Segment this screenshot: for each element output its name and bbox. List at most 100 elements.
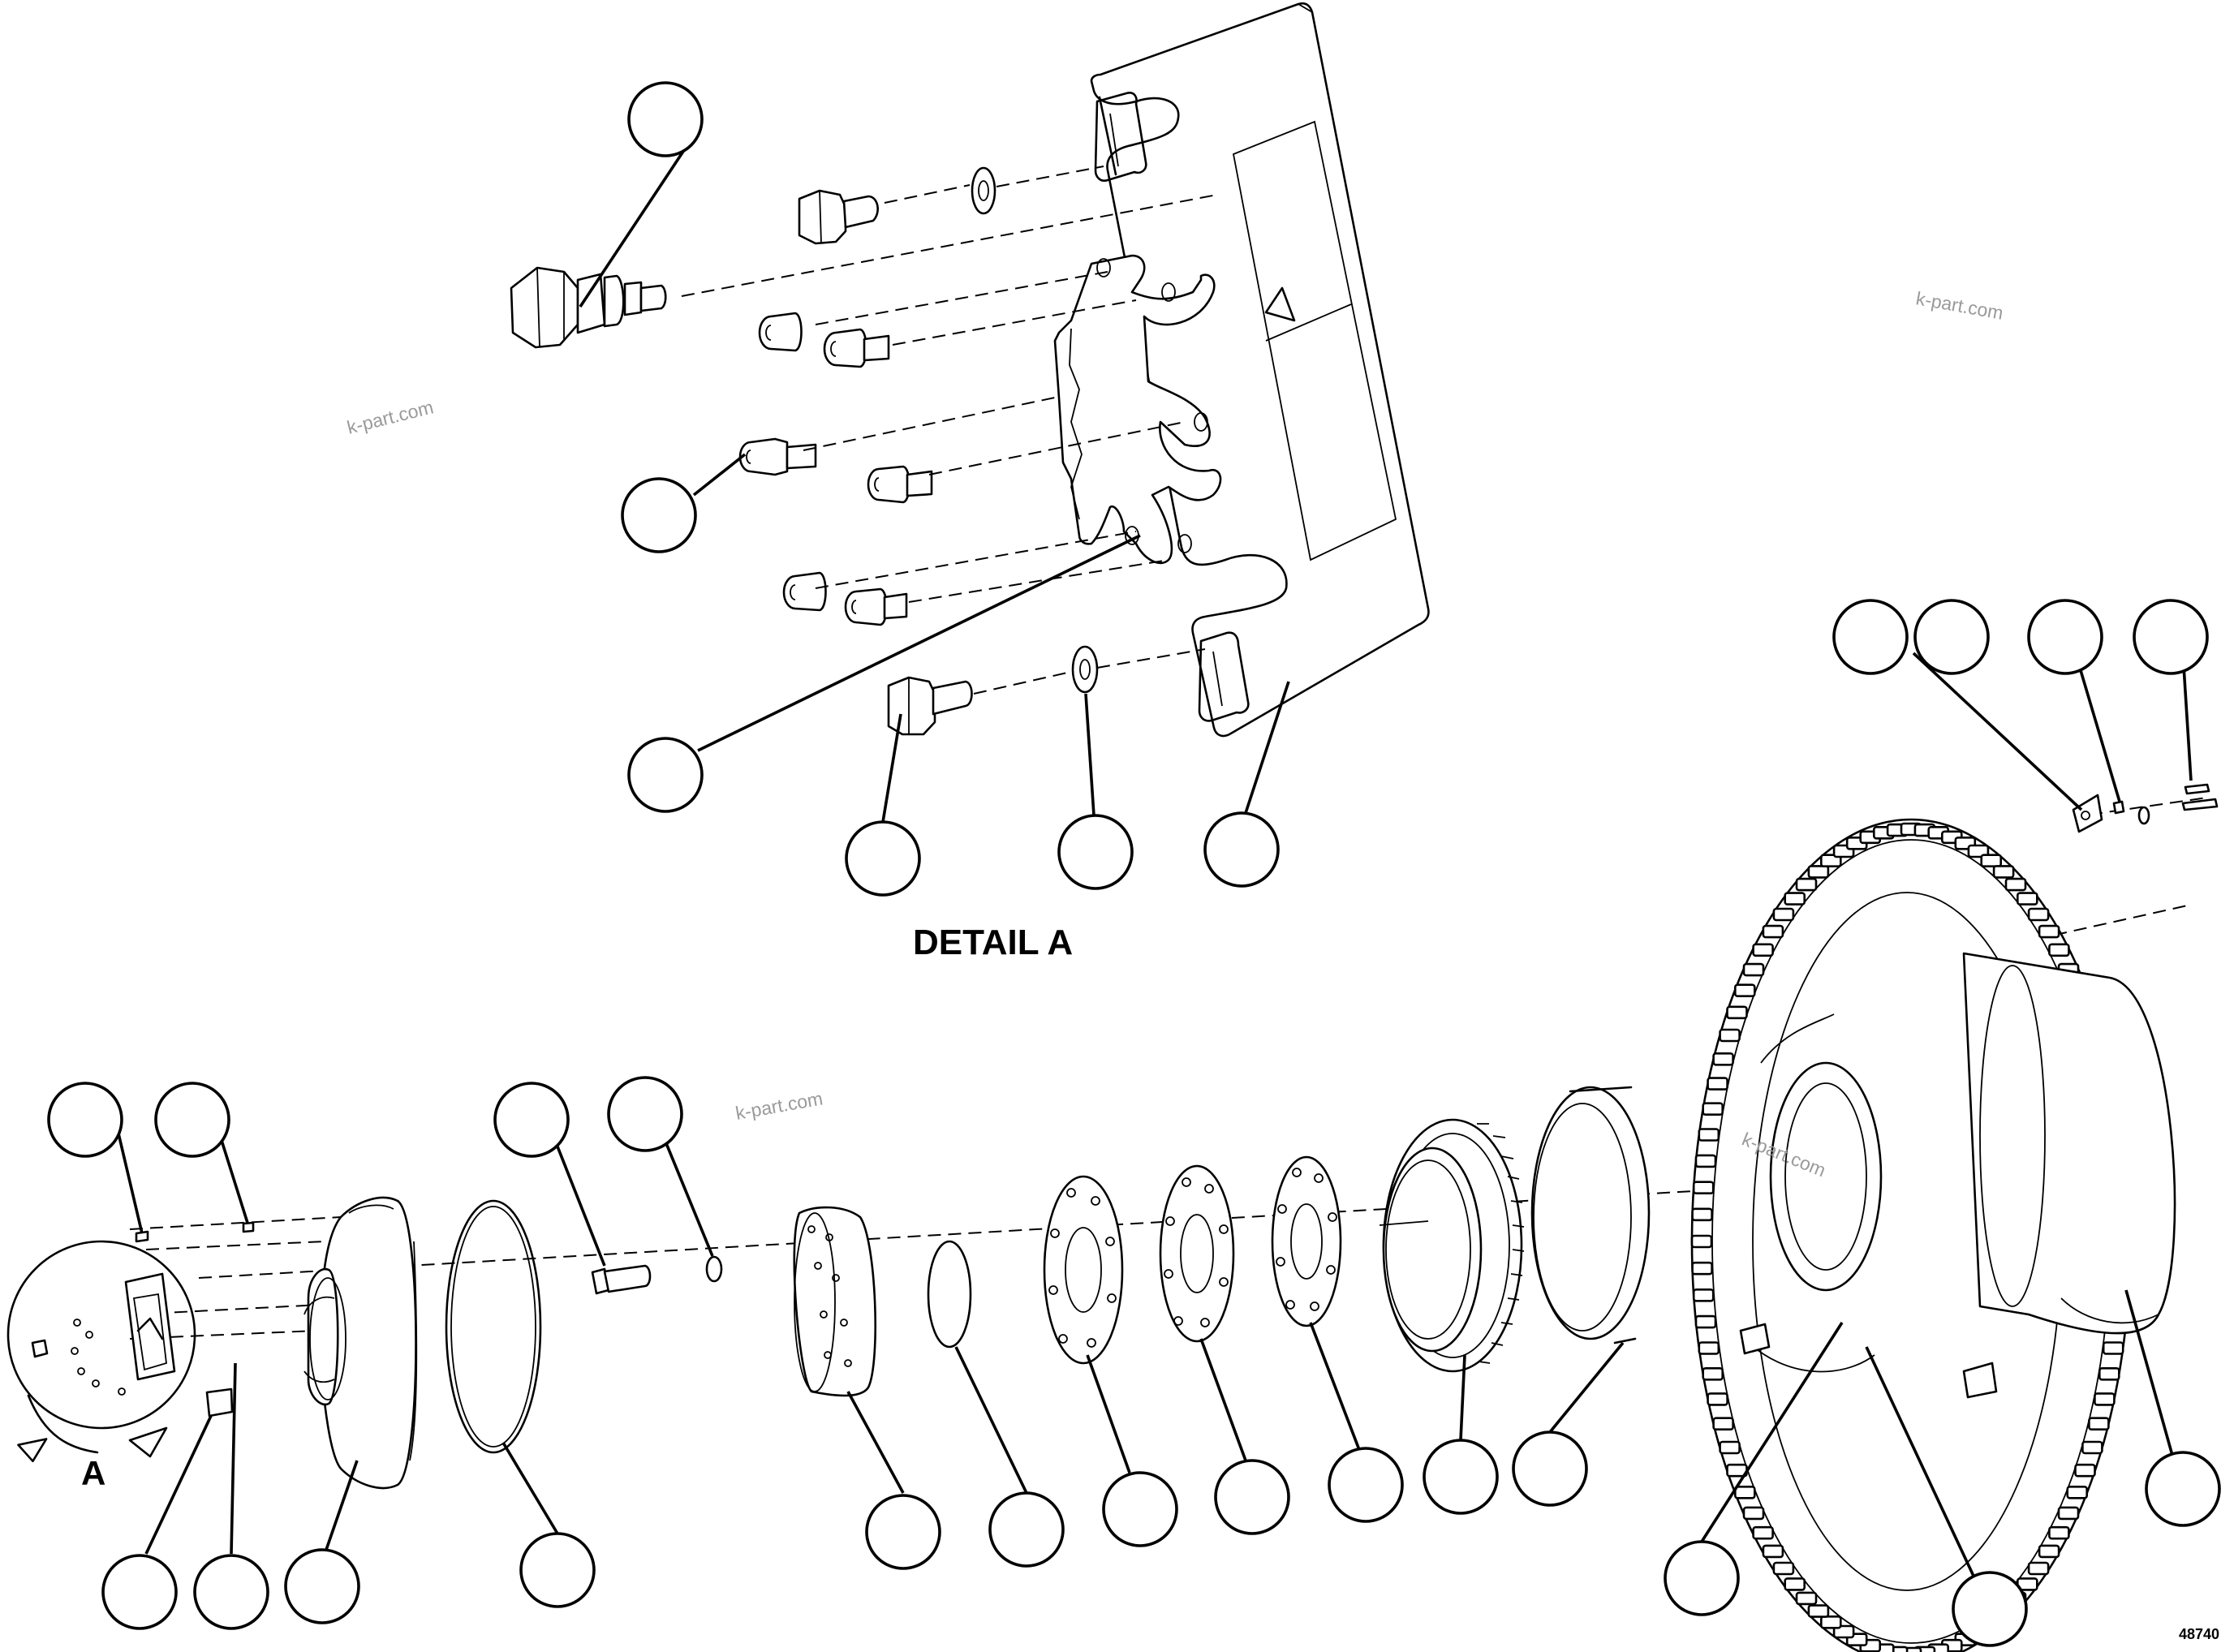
gear-tooth [1702, 1367, 1724, 1381]
callout-bubble [2027, 599, 2103, 675]
mounting-plate [1090, 2, 1430, 738]
callout-bubble [1664, 1540, 1740, 1616]
shim-plate-2 [1159, 1164, 1235, 1343]
shim-plate-3 [1271, 1155, 1342, 1327]
callout-bubble [845, 820, 921, 897]
gear-tooth [1719, 1028, 1741, 1043]
leader-lines [114, 147, 2193, 1611]
callout-bubble [47, 1082, 123, 1158]
watermark: k-part.com [734, 1087, 824, 1123]
cover-bolt [591, 1264, 652, 1295]
gear-tooth [1734, 983, 1756, 997]
gear-tooth [1726, 1005, 1748, 1020]
callout-bubble [1423, 1439, 1499, 1515]
gear-tooth [1795, 877, 1818, 892]
gear-tooth [2038, 924, 2060, 939]
gear-tooth [1752, 943, 1774, 957]
callout-bubble [1913, 599, 1990, 675]
callout-bubble [1203, 811, 1280, 888]
bearing [1379, 1118, 1525, 1373]
callout-bubble [493, 1082, 570, 1158]
gear-tooth [1820, 1615, 1842, 1629]
detail-a-assembly: DETAIL A [510, 2, 1430, 962]
gear-tooth [1762, 924, 1784, 939]
gear-tooth [2048, 943, 2070, 957]
gear-tooth [2004, 877, 2027, 892]
cover-washer [705, 1255, 723, 1283]
gear-tooth [2038, 1544, 2060, 1559]
shim-plate-1 [1043, 1175, 1124, 1365]
gear-tooth [1807, 865, 1830, 879]
callout-bubble [2145, 1451, 2221, 1527]
callout-bubble [1057, 814, 1134, 890]
callout-bubble [101, 1554, 178, 1630]
upper-washer [971, 166, 996, 215]
sensor-bracket [2072, 794, 2103, 833]
gear-tooth [1698, 1341, 1720, 1355]
figure-number: 48740 [2179, 1626, 2219, 1642]
gear-tooth [2081, 1440, 2103, 1455]
gear-tooth [1702, 1102, 1724, 1116]
callout-bubble [627, 737, 704, 813]
gear-tooth [1694, 1154, 1717, 1168]
speed-sensor [510, 266, 667, 349]
gear-tooth [1980, 854, 2002, 867]
center-axis-line [198, 1180, 1875, 1279]
gear-tooth [1992, 865, 2015, 879]
watermark: k-part.com [1914, 287, 2005, 323]
gear-tooth [2102, 1341, 2124, 1355]
gear-tooth [1712, 1417, 1734, 1430]
gear-tooth [1784, 1577, 1806, 1591]
lower-washer [1071, 645, 1099, 694]
gear-tooth [1707, 1392, 1728, 1406]
watermark: k-part.com [345, 396, 436, 438]
gear-tooth [1784, 892, 1806, 906]
main-exploded-view: A [6, 783, 2219, 1652]
view-marker-a: A [81, 1454, 105, 1492]
gear-tooth [1807, 1604, 1830, 1618]
gear-tooth [1742, 1506, 1765, 1521]
gear-tooth [1712, 1052, 1734, 1066]
callout-bubble [1102, 1471, 1178, 1547]
spacer-pin [205, 1387, 234, 1418]
callout-bubble [621, 477, 697, 553]
dowel-pin [135, 1230, 149, 1243]
gear-tooth [1772, 907, 1795, 922]
gear-tooth [2066, 1486, 2088, 1499]
callout-bubble [607, 1076, 683, 1152]
detail-a-assembly-lines [681, 166, 1218, 695]
gear-tooth [2074, 1463, 2096, 1478]
end-cover [303, 1196, 418, 1490]
gear-tooth [2017, 892, 2038, 906]
detail-a-title: DETAIL A [913, 923, 1073, 962]
gear-tooth [1694, 1314, 1717, 1329]
gear-tooth [1795, 1591, 1818, 1606]
callout-bubble [1214, 1459, 1290, 1535]
gear-tooth [1772, 1561, 1795, 1576]
callout-bubble [1832, 599, 1909, 675]
sensor-washer [2112, 800, 2125, 815]
lock-pin [242, 1221, 255, 1233]
gear-tooth [1691, 1261, 1713, 1276]
gear-tooth [1707, 1077, 1728, 1091]
callout-bubble [627, 81, 704, 157]
gear-tooth [1692, 1181, 1715, 1194]
gear-tooth [1698, 1128, 1720, 1142]
sleeve-ring [1530, 1086, 1651, 1344]
target-wheel [1053, 254, 1222, 565]
callout-bubble [193, 1554, 269, 1630]
lower-hex-bolt [887, 676, 973, 736]
gear-tooth [1690, 1234, 1713, 1249]
callout-bubble [519, 1532, 596, 1608]
gear-tooth [2088, 1417, 2110, 1430]
callout-bubble [1512, 1430, 1588, 1507]
sensor-spacer [2137, 806, 2150, 825]
gear-tooth [1692, 1288, 1715, 1302]
callout-bubbles [47, 81, 2221, 1647]
flywheel-ring-gear [1690, 818, 2176, 1652]
gear-tooth [2094, 1392, 2116, 1406]
callout-bubble [988, 1491, 1065, 1568]
gear-tooth [2027, 907, 2050, 922]
seal-ring [927, 1240, 972, 1349]
